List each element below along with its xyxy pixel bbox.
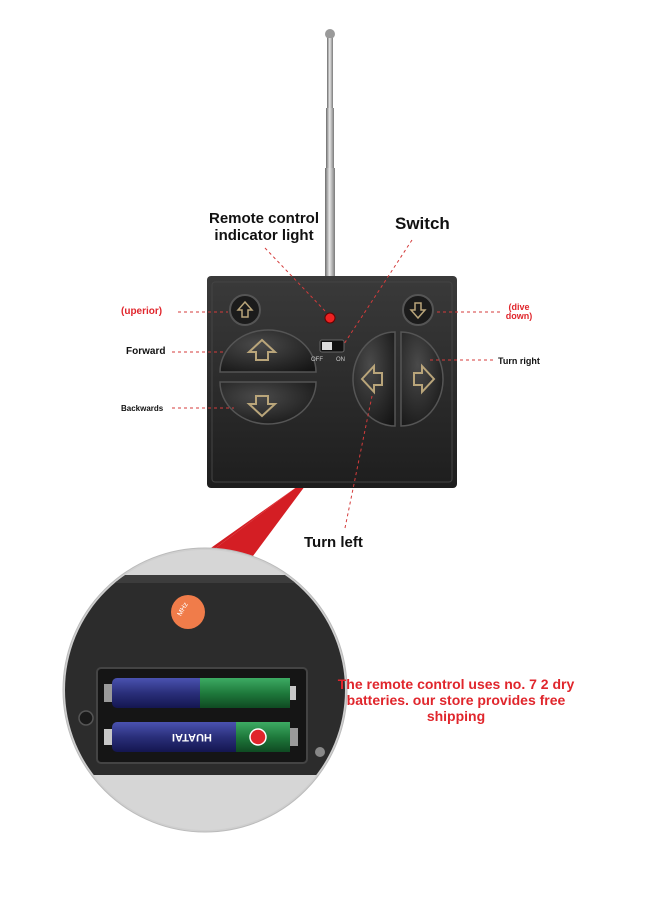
- battery-bottom: [104, 722, 298, 752]
- forward-button[interactable]: [219, 329, 317, 373]
- battery-zoom-circle: [62, 547, 348, 833]
- uperior-button[interactable]: [229, 294, 261, 326]
- antenna: [325, 29, 335, 276]
- frequency-sticker: [171, 595, 205, 629]
- switch-label: Switch: [395, 214, 450, 233]
- leader-lines: [172, 239, 500, 529]
- battery-top: [104, 678, 296, 708]
- switch-on-mark: ON: [336, 357, 345, 363]
- turn-right-label: Turn right: [498, 356, 540, 366]
- battery-note: The remote control uses no. 7 2 dry batt…: [337, 676, 575, 724]
- power-switch[interactable]: [319, 339, 345, 353]
- forward-label: Forward: [126, 346, 166, 357]
- indicator-light-label: Remote control indicator light: [208, 210, 319, 244]
- turn-left-label: Turn left: [304, 534, 363, 551]
- turn-left-button[interactable]: [352, 331, 396, 427]
- uperior-label: (uperior): [121, 306, 163, 317]
- backwards-label: Backwards: [121, 404, 164, 413]
- battery-brand: HUATAI: [172, 731, 212, 743]
- dive-down-button[interactable]: [402, 294, 434, 326]
- switch-off-mark: OFF: [311, 357, 323, 363]
- dive-down-label: (dive down): [505, 302, 533, 321]
- indicator-light: [324, 312, 336, 324]
- backwards-button[interactable]: [219, 381, 317, 425]
- turn-right-button[interactable]: [400, 331, 444, 427]
- remote-body: [207, 276, 457, 488]
